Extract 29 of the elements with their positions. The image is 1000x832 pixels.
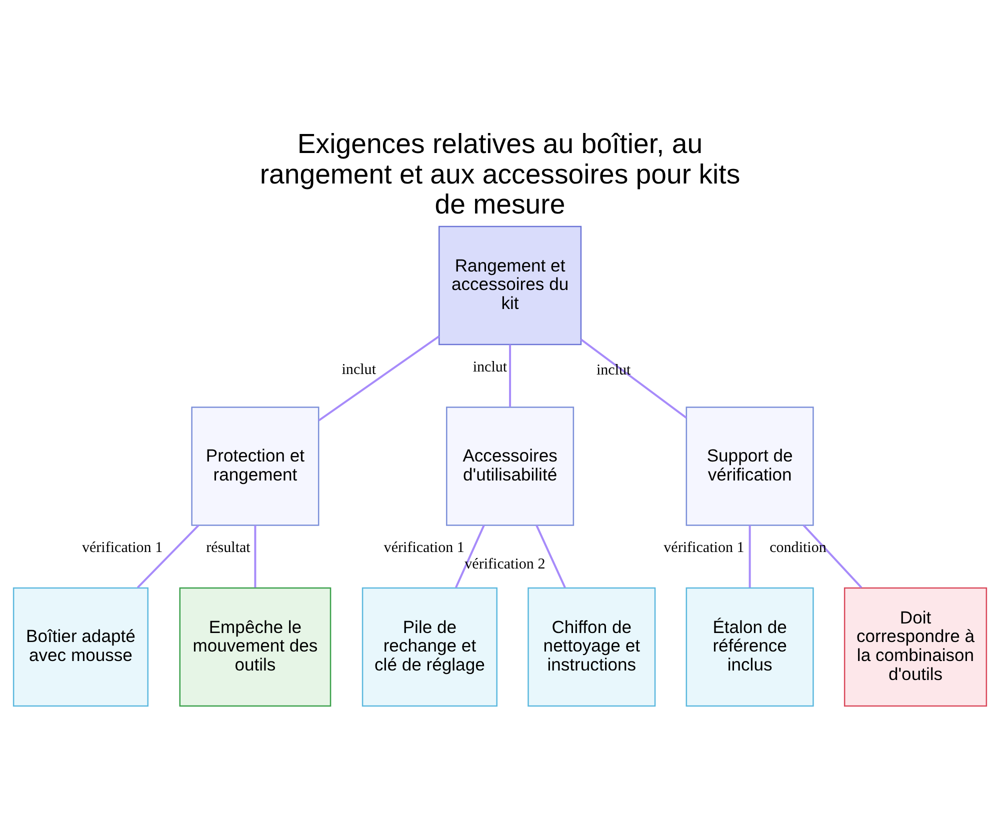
node-box: Accessoires d'utilisabilité [446, 406, 574, 526]
connector [802, 524, 862, 588]
node-box: Empêche le mouvement des outils [179, 587, 332, 707]
diagram-title: Exigences relatives au boîtier, au rangement et aux accessoires pour kits de mesure [260, 128, 740, 220]
node-box: Chiffon de nettoyage et instructions [528, 587, 656, 707]
edge-label: vérification 1 [384, 540, 464, 556]
edge-label: résultat [206, 540, 250, 556]
edge-label: inclut [472, 359, 508, 376]
connector [509, 344, 512, 407]
connector [580, 338, 687, 419]
connector [748, 525, 751, 588]
node-box: Étalon de référence inclus [686, 587, 814, 707]
node-box: Doit correspondre à la combinaison d'outils [844, 587, 988, 707]
connector [318, 336, 440, 422]
node-box: Protection et rangement [191, 406, 320, 526]
node-box: Boîtier adapté avec mousse [12, 587, 149, 707]
edge-label: vérification 1 [82, 540, 163, 556]
node-box: Pile de rechange et clé de réglage [362, 587, 498, 707]
node-box: Rangement et accessoires du kit [438, 226, 582, 346]
node-box: Support de vérification [686, 406, 814, 526]
edge-label: inclut [342, 362, 376, 378]
edge-label: vérification 2 [464, 556, 546, 572]
connector [254, 525, 256, 588]
edge-label: vérification 1 [664, 540, 744, 556]
connector [536, 524, 566, 588]
edge-label: condition [770, 540, 826, 556]
connector [136, 524, 200, 588]
edge-label: inclut [596, 362, 631, 378]
connector [455, 524, 485, 588]
